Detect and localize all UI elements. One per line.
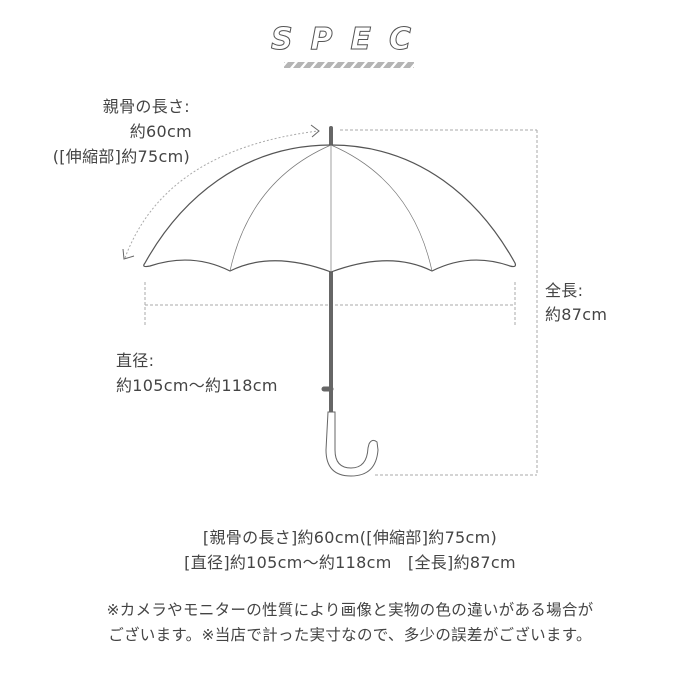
umbrella-handle [325, 411, 379, 477]
total-length-dimension [340, 129, 538, 476]
rib-length-extended: ([伸縮部]約75cm) [52, 147, 190, 166]
summary-line-1: [親骨の長さ]約60cm([伸縮部]約75cm) [202, 528, 498, 547]
umbrella-canopy [143, 144, 517, 273]
spec-title: SPEC [270, 22, 430, 58]
rib-length-value: 約60cm [129, 122, 192, 141]
total-length-heading: 全長: [545, 281, 584, 300]
arrow-head-bottom-icon [122, 248, 135, 260]
note-line-2: ございます。※当店で計った実寸なので、多少の誤差がございます。 [108, 626, 592, 644]
total-length-value: 約87cm [545, 305, 608, 324]
note-line-1: ※カメラやモニターの性質により画像と実物の色の違いがある場合が [106, 601, 594, 619]
rib-length-arrow [124, 130, 319, 259]
umbrella-ribs [229, 144, 433, 272]
diameter-value: 約105cm〜約118cm [116, 376, 278, 395]
arrow-head-top-icon [310, 124, 320, 138]
diameter-heading: 直径: [116, 351, 155, 370]
title-underline-stripes [284, 62, 414, 68]
rib-length-heading: 親骨の長さ: [102, 97, 190, 116]
summary-line-2: [直径]約105cm〜約118cm [全長]約87cm [184, 553, 516, 572]
